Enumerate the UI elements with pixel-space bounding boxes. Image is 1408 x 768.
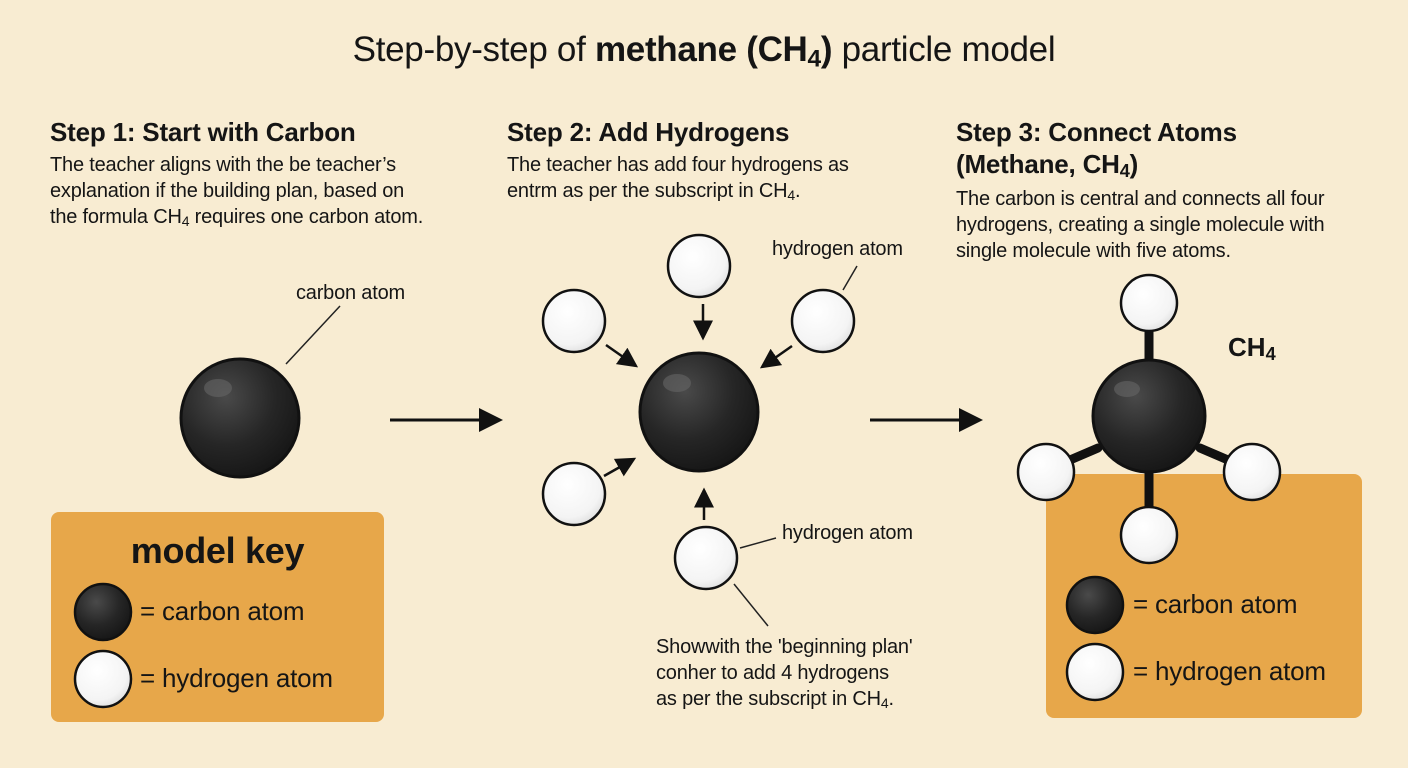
carbon-atom-step1 <box>179 357 301 479</box>
hydrogen-atom-bottom <box>673 525 739 591</box>
page-title: Step-by-step of methane (CH4) particle m… <box>352 30 1056 73</box>
hydrogen-atom-label-bottom: hydrogen atom <box>782 522 913 544</box>
step1-description: The teacher aligns with the be teacher’s… <box>50 154 424 230</box>
model-key-title: model key <box>130 530 305 571</box>
step3-description: The carbon is central and connects all f… <box>956 188 1325 262</box>
step2-note: Showwith the 'beginning plan' conher to … <box>656 636 913 712</box>
key-right-carbon-label: = carbon atom <box>1133 589 1298 619</box>
step3-heading: Step 3: Connect Atoms (Methane, CH4) <box>956 117 1237 181</box>
key-carbon-label: = carbon atom <box>140 596 305 626</box>
step1-heading: Step 1: Start with Carbon <box>50 117 356 147</box>
key-hydrogen-label: = hydrogen atom <box>140 663 333 693</box>
h-label-leader-bottom <box>739 537 777 549</box>
hydrogen-atom-upper-left <box>541 288 607 354</box>
carbon-atom-label: carbon atom <box>296 282 405 304</box>
hydrogen-atom-lower-left <box>541 461 607 527</box>
note-leader <box>733 583 769 627</box>
h-label-leader-top <box>842 265 858 291</box>
carbon-atom-methane <box>1091 358 1207 474</box>
methane-formula-label: CH4 <box>1228 332 1276 364</box>
step2-description: The teacher has add four hydrogens as en… <box>507 154 849 204</box>
key-right-hydrogen-label: = hydrogen atom <box>1133 656 1326 686</box>
carbon-label-leader <box>285 305 341 365</box>
arrow-h-upper-right <box>759 344 793 369</box>
carbon-atom-step2 <box>638 351 760 473</box>
hydrogen-atom-label-top: hydrogen atom <box>772 238 903 260</box>
step2-heading: Step 2: Add Hydrogens <box>507 117 790 147</box>
hydrogen-atom-upper-right <box>790 288 856 354</box>
arrow-h-upper-left <box>605 343 639 368</box>
hydrogen-atom-methane-top <box>1119 273 1179 333</box>
arrow-h-lower-left <box>603 457 637 478</box>
hydrogen-atom-top <box>666 233 732 299</box>
